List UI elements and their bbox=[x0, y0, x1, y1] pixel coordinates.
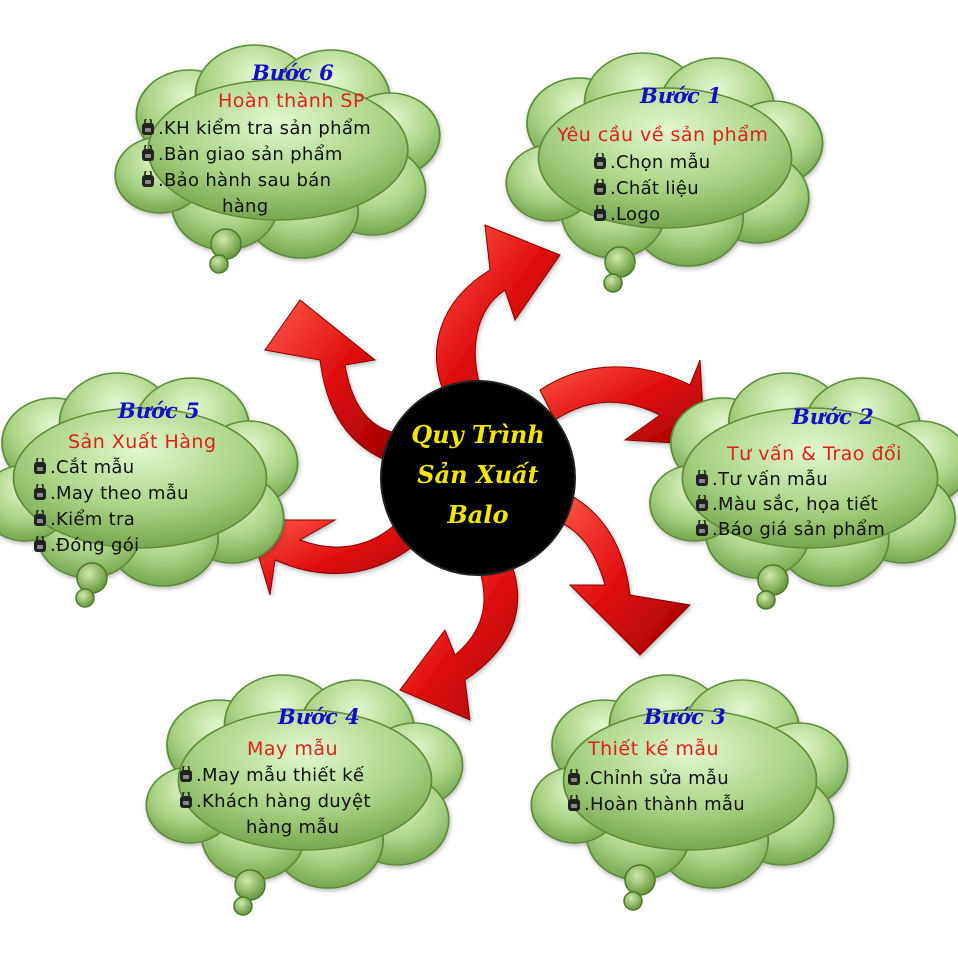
cloud-tail-step-5 bbox=[75, 562, 108, 608]
step-3-title: Bước 3 bbox=[644, 704, 726, 729]
step-5-item-1: .Cắt mẫu bbox=[32, 457, 134, 478]
cloud-tail-step-4 bbox=[233, 869, 266, 916]
step-6-item-1: .KH kiểm tra sản phẩm bbox=[140, 118, 371, 139]
center-circle bbox=[380, 380, 576, 576]
step-5-title: Bước 5 bbox=[118, 398, 200, 423]
cloud-tail-step-2 bbox=[756, 564, 789, 610]
step-4-item-1: .May mẫu thiết kế bbox=[178, 765, 364, 786]
step-6-item-3-text: .Bảo hành sau bán bbox=[158, 170, 332, 191]
step-2-item-1: .Tư vấn mẫu bbox=[694, 469, 828, 490]
step-1-item-1-text: .Chọn mẫu bbox=[610, 152, 711, 173]
step-2-name: Tư vấn & Trao đổi bbox=[727, 443, 902, 465]
arrow-to-step-6 bbox=[264, 299, 393, 461]
step-5-item-3: .Kiểm tra bbox=[32, 509, 135, 530]
backpack-icon bbox=[142, 171, 154, 187]
step-4-name: May mẫu bbox=[247, 738, 339, 760]
step-2-title: Bước 2 bbox=[792, 404, 874, 429]
center-title-line-2: Sản Xuất bbox=[417, 460, 539, 489]
backpack-icon bbox=[142, 145, 154, 161]
backpack-icon bbox=[142, 119, 154, 135]
step-1-item-1: .Chọn mẫu bbox=[592, 152, 711, 173]
step-5-item-4: .Đóng gói bbox=[32, 535, 139, 556]
step-6-item-2: .Bàn giao sản phẩm bbox=[140, 144, 343, 165]
step-4-title: Bước 4 bbox=[278, 704, 360, 729]
step-6-item-3: .Bảo hành sau bán bbox=[140, 170, 331, 191]
step-5-name: Sản Xuất Hàng bbox=[68, 431, 217, 453]
step-4-item-1-text: .May mẫu thiết kế bbox=[196, 765, 365, 786]
step-4-item-2: .Khách hàng duyệt bbox=[178, 791, 371, 812]
step-3-item-2-text: .Hoàn thành mẫu bbox=[584, 794, 745, 815]
step-4-item-2-text: .Khách hàng duyệt bbox=[196, 791, 371, 812]
step-6-title: Bước 6 bbox=[252, 60, 334, 85]
step-5-item-2-text: .May theo mẫu bbox=[50, 483, 189, 504]
backpack-icon bbox=[594, 153, 606, 169]
step-3-name: Thiết kế mẫu bbox=[588, 738, 720, 760]
step-2-item-2-text: .Màu sắc, họa tiết bbox=[712, 494, 878, 515]
backpack-icon bbox=[34, 510, 46, 526]
arrow-to-step-3 bbox=[554, 489, 692, 656]
step-1-item-2-text: .Chất liệu bbox=[610, 178, 699, 199]
center-title-line-1: Quy Trình bbox=[411, 420, 545, 449]
cloud-tail-step-3 bbox=[623, 864, 656, 911]
step-1-item-3-text: .Logo bbox=[610, 204, 661, 225]
step-5-item-1-text: .Cắt mẫu bbox=[50, 457, 135, 478]
step-5-item-2: .May theo mẫu bbox=[32, 483, 189, 504]
step-2-item-2: .Màu sắc, họa tiết bbox=[694, 494, 878, 515]
backpack-icon bbox=[594, 205, 606, 221]
step-1-name: Yêu cầu về sản phẩm bbox=[557, 124, 769, 146]
cloud-tail-step-1 bbox=[603, 246, 636, 293]
step-4-item-3: hàng mẫu bbox=[246, 817, 340, 838]
arrow-to-step-1 bbox=[435, 224, 561, 396]
backpack-icon bbox=[180, 792, 192, 808]
step-3-item-1-text: .Chỉnh sửa mẫu bbox=[584, 768, 729, 789]
step-6-item-4: hàng bbox=[222, 196, 269, 217]
step-5-item-4-text: .Đóng gói bbox=[50, 535, 140, 556]
backpack-icon bbox=[696, 520, 708, 536]
step-1-item-3: .Logo bbox=[592, 204, 660, 225]
backpack-icon bbox=[34, 484, 46, 500]
step-5-item-3-text: .Kiểm tra bbox=[50, 509, 136, 530]
step-3-item-2: .Hoàn thành mẫu bbox=[566, 794, 745, 815]
arrow-to-step-5 bbox=[247, 519, 416, 596]
backpack-icon bbox=[34, 458, 46, 474]
backpack-icon bbox=[696, 495, 708, 511]
backpack-icon bbox=[180, 766, 192, 782]
step-1-title: Bước 1 bbox=[640, 83, 722, 108]
center-title-line-3: Balo bbox=[447, 500, 509, 529]
step-1-item-2: .Chất liệu bbox=[592, 178, 699, 199]
backpack-icon bbox=[696, 470, 708, 486]
step-6-name: Hoàn thành SP bbox=[218, 90, 365, 112]
step-2-item-1-text: .Tư vấn mẫu bbox=[712, 469, 828, 490]
step-2-item-3: .Báo giá sản phẩm bbox=[694, 519, 885, 540]
backpack-icon bbox=[568, 769, 580, 785]
step-3-item-1: .Chỉnh sửa mẫu bbox=[566, 768, 729, 789]
arrow-to-step-4 bbox=[399, 559, 519, 721]
step-6-item-1-text: .KH kiểm tra sản phẩm bbox=[158, 118, 371, 139]
cloud-tail-step-6 bbox=[209, 228, 242, 274]
arrows-group bbox=[247, 224, 706, 721]
step-6-item-2-text: .Bàn giao sản phẩm bbox=[158, 144, 343, 165]
backpack-icon bbox=[568, 795, 580, 811]
backpack-icon bbox=[594, 179, 606, 195]
backpack-icon bbox=[34, 536, 46, 552]
step-2-item-3-text: .Báo giá sản phẩm bbox=[712, 519, 886, 540]
